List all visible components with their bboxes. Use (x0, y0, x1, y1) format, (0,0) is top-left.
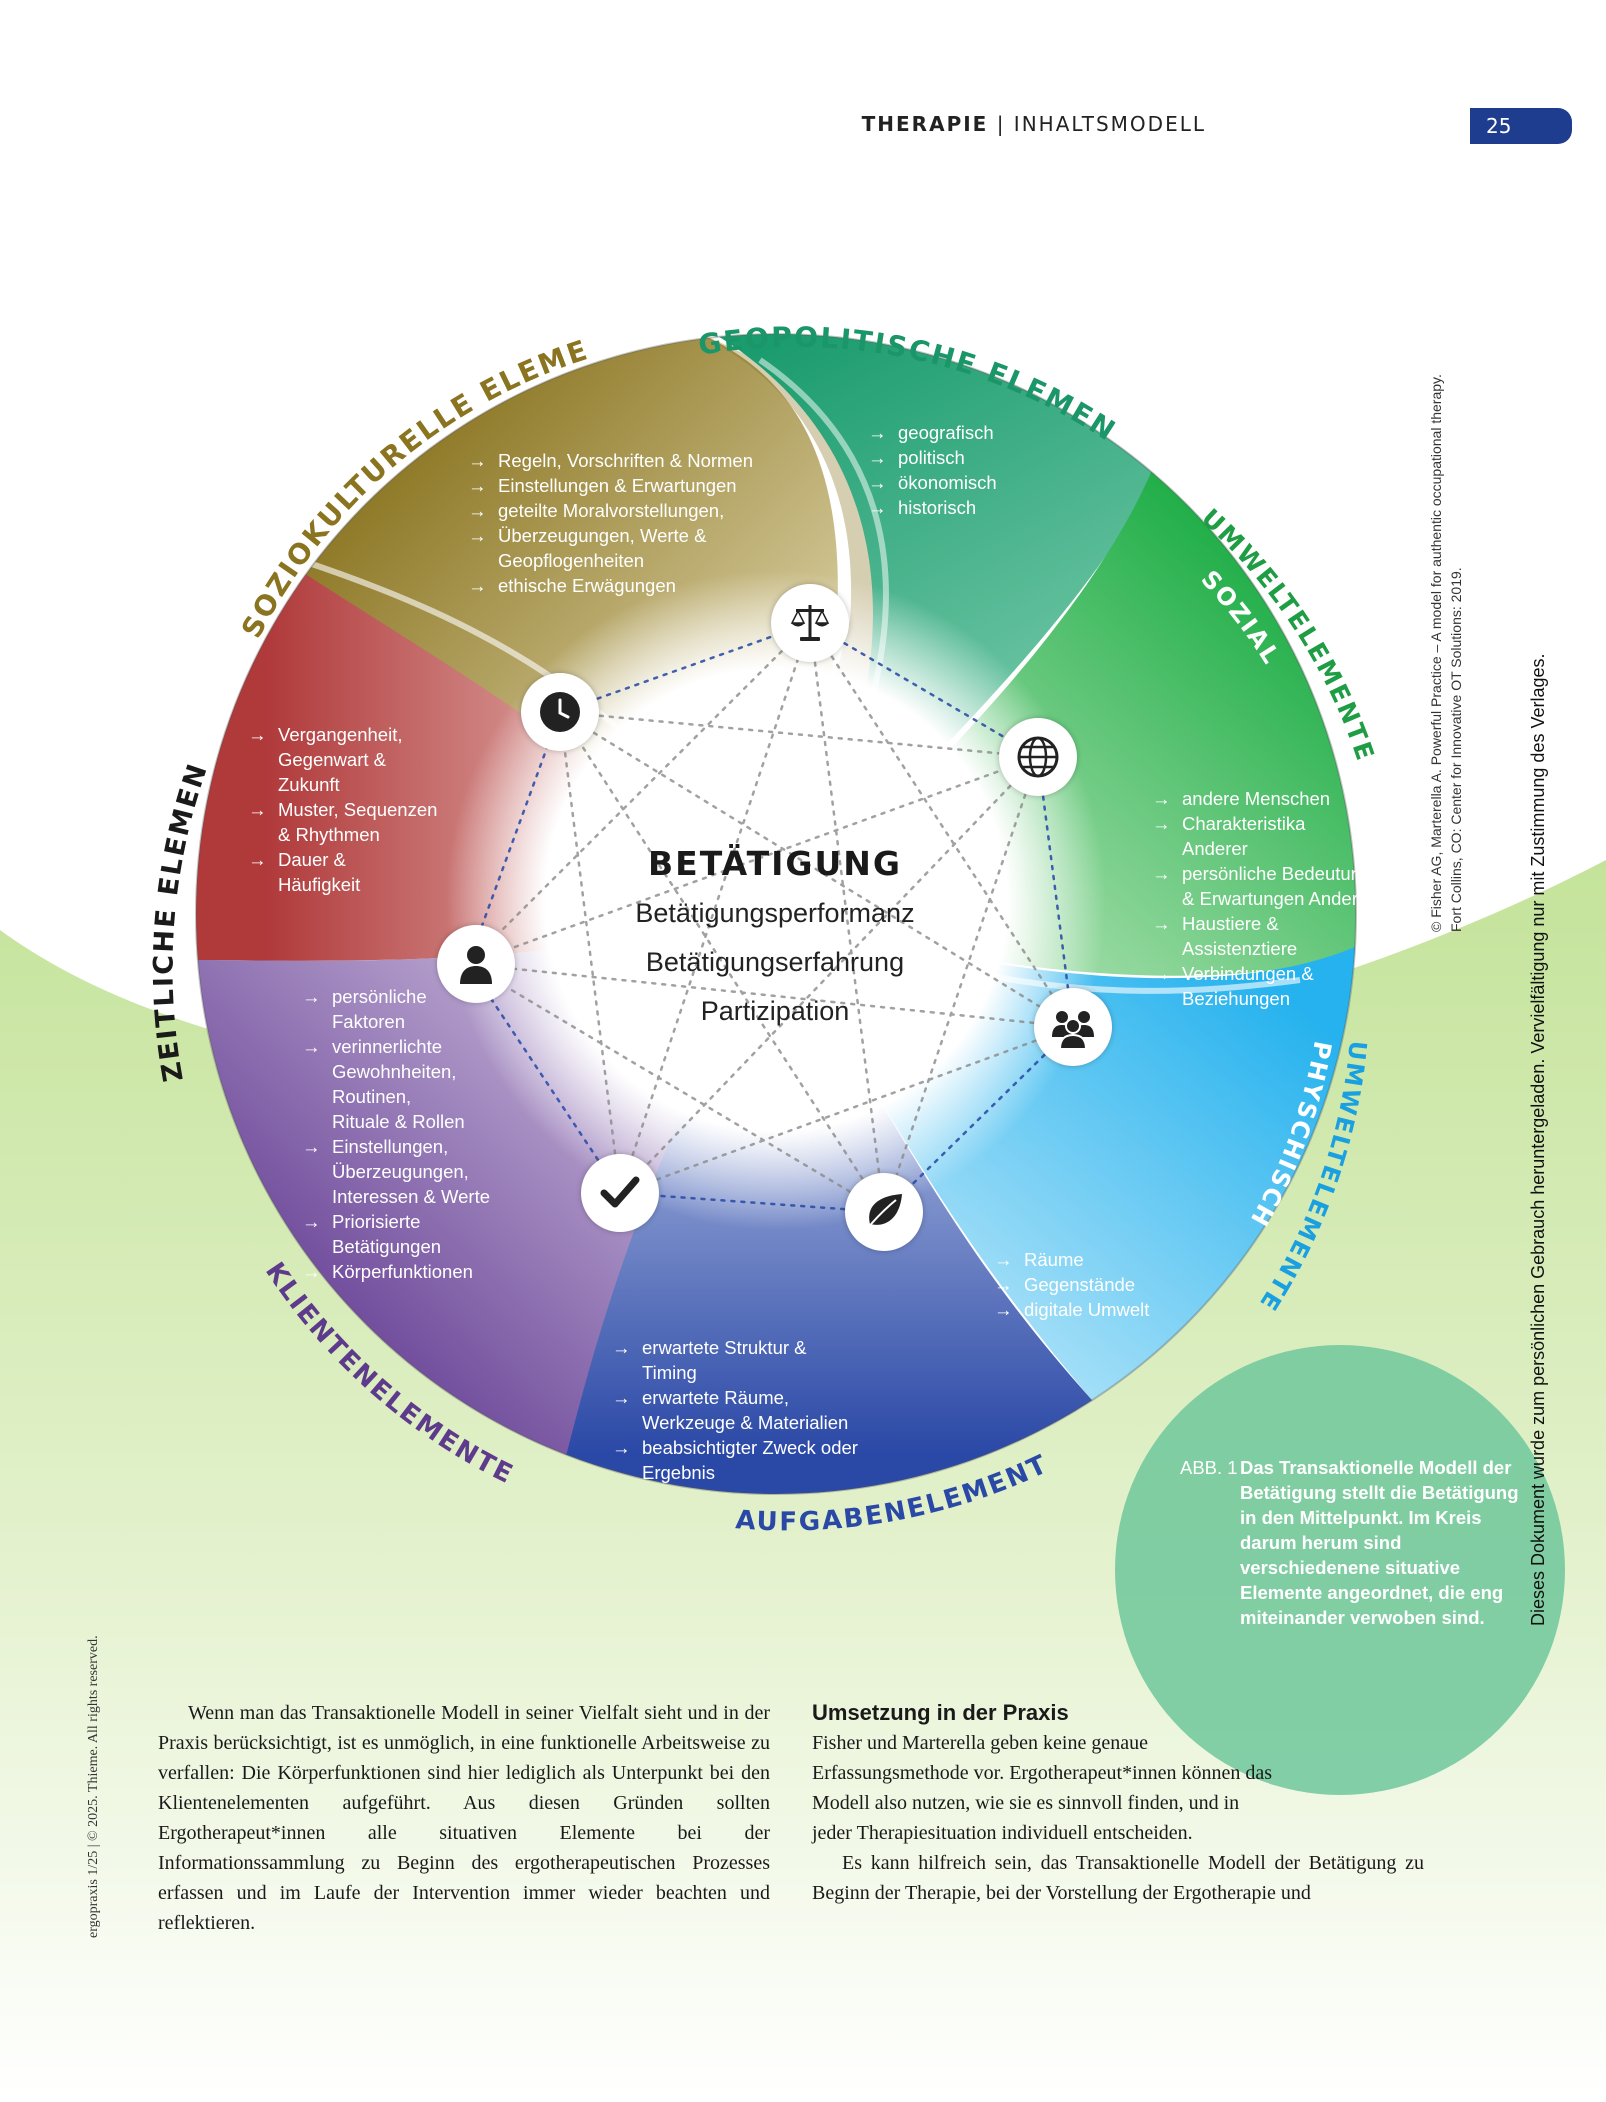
list-item: ökonomisch (868, 470, 1068, 495)
list-item: Einstellungen, Überzeugungen, Interessen… (302, 1134, 502, 1209)
globe-icon (1017, 736, 1059, 778)
node-aufgaben (581, 1154, 659, 1232)
list-item: erwartete Räume, Werkzeuge & Materialien (612, 1385, 862, 1435)
list-item: beabsichtigter Zweck oder Ergebnis (612, 1435, 882, 1485)
body-paragraph: Fisher und Marterella geben keine genaue… (812, 1732, 1273, 1844)
checkmark-icon (600, 1176, 640, 1208)
svg-text:ZEITLICHE ELEMENTE: ZEITLICHE ELEMENTE (0, 0, 214, 1084)
node-physisch (845, 1173, 923, 1251)
body-column-left: Wenn man das Transaktionelle Modell in s… (158, 1698, 770, 1938)
list-item: verinnerlichte Gewohnheiten, Routinen, R… (302, 1034, 472, 1134)
header-separator: | (996, 112, 1006, 136)
label-zeitlich: ZEITLICHE ELEMENTE (0, 0, 212, 1084)
node-zeitlich (521, 673, 599, 751)
list-item: ethische Erwägungen (468, 573, 768, 598)
list-item: Überzeugungen, Werte & Geopflogenheiten (468, 523, 728, 573)
node-geopolitisch (999, 718, 1077, 796)
list-item: geteilte Moralvorstellungen, (468, 498, 768, 523)
section-heading: Umsetzung in der Praxis (812, 1700, 1069, 1725)
list-aufgaben: erwartete Struktur & Timing erwartete Rä… (612, 1335, 862, 1485)
list-geopolitisch: geografisch politisch ökonomisch histori… (868, 420, 1068, 520)
center-line-performanz: Betätigungsperformanz (635, 898, 915, 928)
leaf-icon (865, 1194, 902, 1231)
node-klienten (437, 925, 515, 1003)
group-icon (1052, 1011, 1094, 1049)
list-item: Vergangenheit, Gegenwart & Zukunft (248, 722, 402, 797)
image-credit-line1: © Fisher AG, Marterella A. Powerful Prac… (1428, 374, 1444, 932)
figure-caption-text: Das Transaktionelle Modell der Betätigun… (1240, 1457, 1519, 1628)
connection-lines (466, 621, 1075, 1214)
center-line-partizipation: Partizipation (700, 996, 850, 1026)
list-item: Verbindungen & Beziehungen (1152, 961, 1332, 1011)
list-soziokulturell: Regeln, Vorschriften & Normen Einstellun… (468, 448, 768, 598)
body-column-right: Umsetzung in der Praxis Fisher und Marte… (812, 1698, 1426, 1908)
person-icon (460, 946, 492, 984)
journal-copyright: ergopraxis 1/25 | © 2025. Thieme. All ri… (86, 1635, 101, 1938)
list-item: persönliche Faktoren (302, 984, 432, 1034)
scale-icon (790, 605, 830, 641)
image-credit-line2: Fort Collins, CO: Center for Innovative … (1448, 567, 1464, 932)
page-number: 25 (1486, 114, 1512, 138)
header-section: THERAPIE (861, 112, 989, 136)
node-soziokulturell (771, 584, 849, 662)
list-physisch: Räume Gegenstände digitale Umwelt (994, 1247, 1164, 1322)
list-item: digitale Umwelt (994, 1297, 1164, 1322)
center-line-erfahrung: Betätigungserfahrung (645, 947, 905, 977)
download-notice: Dieses Dokument wurde zum persönlichen G… (1528, 653, 1548, 1626)
body-paragraph: Es kann hilfreich sein, das Transaktione… (812, 1852, 1424, 1904)
figure-caption: ABB. 1 Das Transaktionelle Modell der Be… (1180, 1455, 1522, 1630)
list-item: andere Menschen (1152, 786, 1362, 811)
list-klienten: persönliche Faktoren verinnerlichte Gewo… (302, 984, 502, 1284)
running-header: THERAPIE | INHALTSMODELL (862, 112, 1206, 136)
list-item: Dauer & Häufigkeit (248, 847, 388, 897)
list-zeitlich: Vergangenheit, Gegenwart & Zukunft Muste… (248, 722, 438, 897)
list-item: politisch (868, 445, 1068, 470)
list-item: Regeln, Vorschriften & Normen (468, 448, 768, 473)
list-item: historisch (868, 495, 1068, 520)
node-sozial (1034, 988, 1112, 1066)
clock-icon (540, 692, 580, 732)
body-paragraph: Wenn man das Transaktionelle Modell in s… (158, 1702, 770, 1934)
figure-label: ABB. 1 (1180, 1457, 1238, 1478)
list-item: Körperfunktionen (302, 1259, 502, 1284)
header-subsection: INHALTSMODELL (1013, 112, 1206, 136)
list-item: Charakteristika Anderer (1152, 811, 1305, 861)
list-item: Muster, Sequenzen & Rhythmen (248, 797, 438, 847)
list-item: Gegenstände (994, 1272, 1164, 1297)
center-title: BETÄTIGUNG (648, 844, 902, 883)
list-item: Haustiere & Assistenztiere (1152, 911, 1312, 961)
list-item: Priorisierte Betätigungen (302, 1209, 462, 1259)
list-item: Räume (994, 1247, 1164, 1272)
list-item: persönliche Bedeutung & Erwartungen Ande… (1152, 861, 1382, 911)
list-sozial: andere Menschen Charakteristika Anderer … (1152, 786, 1374, 1011)
page-number-badge: 25 (1470, 108, 1572, 144)
list-item: erwartete Struktur & Timing (612, 1335, 842, 1385)
list-item: geografisch (868, 420, 1068, 445)
list-item: Einstellungen & Erwartungen (468, 473, 768, 498)
